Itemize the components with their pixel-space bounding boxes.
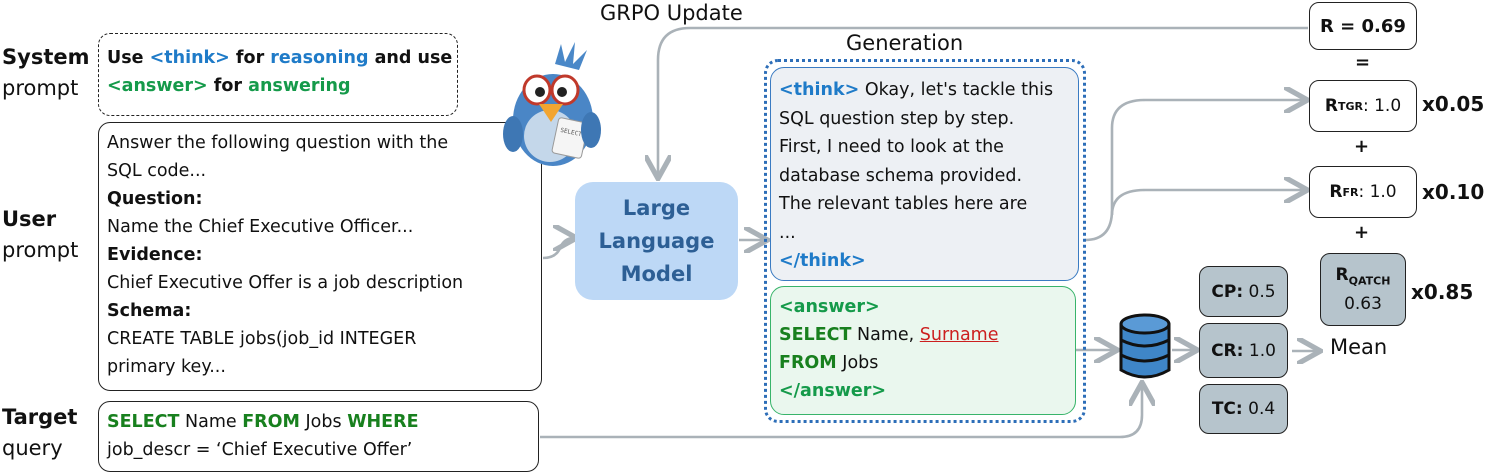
plus-sign-2: + bbox=[1354, 222, 1370, 243]
user-line: primary key... bbox=[107, 357, 226, 377]
user-prompt-box: Answer the following question with the S… bbox=[98, 122, 542, 391]
equals-sign: = bbox=[1355, 52, 1371, 73]
generation-frame bbox=[764, 59, 1086, 423]
bird-mascot-icon: SELECT ... bbox=[503, 42, 601, 166]
question-heading: Question: bbox=[107, 189, 203, 209]
metric-cr: CR: 1.0 bbox=[1199, 323, 1288, 378]
wrong-column-surname: Surname bbox=[919, 325, 999, 345]
metric-cp: CP: 0.5 bbox=[1199, 266, 1288, 317]
metric-tc: TC: 0.4 bbox=[1199, 384, 1288, 434]
user-line: Answer the following question with the bbox=[107, 133, 449, 153]
database-icon bbox=[1119, 313, 1171, 379]
llm-block: Large Language Model bbox=[575, 182, 738, 300]
schema-heading: Schema: bbox=[107, 301, 192, 321]
total-reward-box: R = 0.69 bbox=[1309, 2, 1417, 50]
grpo-update-label: GRPO Update bbox=[600, 1, 743, 25]
reward-qatch-box: RQATCH 0.63 bbox=[1320, 253, 1406, 326]
user-line: Chief Executive Offer is a job descripti… bbox=[107, 273, 464, 293]
system-prompt-box: Use <think> for reasoning and use <answe… bbox=[98, 33, 458, 116]
answer-output-box: <answer> SELECT Name, Surname FROM Jobs … bbox=[770, 286, 1076, 415]
user-line: SQL code... bbox=[107, 161, 207, 181]
generation-label: Generation bbox=[846, 31, 964, 55]
weight-fr: x0.10 bbox=[1422, 180, 1485, 204]
user-line: Name the Chief Executive Officer... bbox=[107, 217, 414, 237]
plus-sign-1: + bbox=[1354, 136, 1370, 157]
think-output-box: <think> Okay, let's tackle this SQL ques… bbox=[770, 67, 1079, 281]
target-query-box: SELECT Name FROM Jobs WHERE job_descr = … bbox=[98, 401, 539, 472]
mean-label: Mean bbox=[1330, 335, 1388, 359]
user-line: CREATE TABLE jobs(job_id INTEGER bbox=[107, 329, 417, 349]
evidence-heading: Evidence: bbox=[107, 245, 203, 265]
weight-tgr: x0.05 bbox=[1422, 92, 1485, 116]
weight-qatch: x0.85 bbox=[1411, 280, 1474, 304]
